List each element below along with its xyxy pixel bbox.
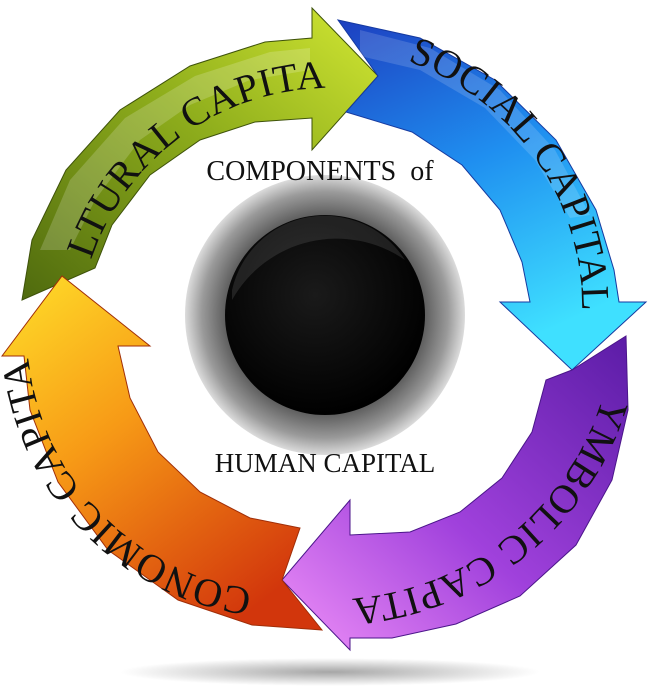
hub-core [225, 215, 425, 415]
center-title: COMPONENTS of [206, 156, 434, 187]
gloss-social [360, 30, 590, 218]
hub-gloss [232, 215, 405, 300]
center-subtitle: HUMAN CAPITAL [215, 448, 436, 478]
floor-shadow [120, 658, 540, 686]
arrow-social [336, 19, 648, 371]
gloss-cultural [40, 48, 310, 250]
arrow-economic [1, 275, 324, 631]
